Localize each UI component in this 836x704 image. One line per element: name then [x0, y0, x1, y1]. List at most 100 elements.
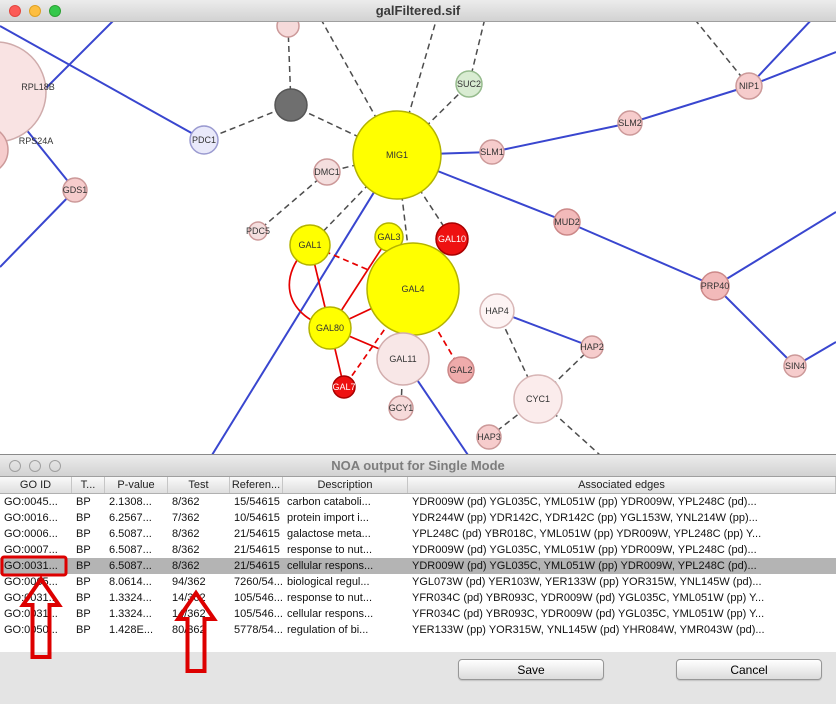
graph-node-label: MIG1 [386, 150, 408, 160]
graph-node-MUD2[interactable] [553, 208, 581, 236]
graph-node-HAP2[interactable] [580, 335, 604, 359]
graph-edge[interactable] [566, 221, 716, 287]
column-header-goid[interactable]: GO ID [0, 477, 72, 493]
save-button[interactable]: Save [458, 659, 604, 680]
cell-goid: GO:0007... [4, 544, 58, 556]
cell-description: regulation of bi... [287, 624, 369, 636]
graph-edge[interactable] [692, 22, 750, 87]
column-header-type[interactable]: T... [72, 477, 105, 493]
graph-edge[interactable] [748, 22, 815, 87]
cell-goid: GO:0016... [4, 512, 58, 524]
cell-edges: YDR244W (pp) YDR142C, YDR142C (pp) YGL15… [412, 512, 758, 524]
graph-node-GAL1[interactable] [289, 224, 331, 266]
column-header-test[interactable]: Test [168, 477, 230, 493]
graph-node-node-top[interactable] [276, 22, 300, 38]
graph-edge[interactable] [396, 83, 470, 156]
cell-reference: 15/54615 [234, 496, 280, 508]
graph-node-label: DMC1 [314, 167, 340, 177]
cell-test: 14/362 [172, 592, 206, 604]
minimize-button-inactive[interactable] [29, 459, 41, 472]
graph-node-GCY1[interactable] [388, 395, 414, 421]
cancel-button[interactable]: Cancel [676, 659, 822, 680]
cell-reference: 105/546... [234, 592, 283, 604]
cell-pvalue: 6.2567... [109, 512, 152, 524]
graph-node-GAL11[interactable] [376, 332, 430, 386]
noa-window-titlebar[interactable]: NOA output for Single Mode [0, 455, 836, 477]
graph-node-GAL10[interactable] [435, 222, 469, 256]
graph-edge[interactable] [748, 51, 836, 87]
cell-test: 8/362 [172, 528, 200, 540]
graph-node-PDC5[interactable] [248, 221, 268, 241]
cell-edges: YDR009W (pd) YGL035C, YML051W (pp) YDR00… [412, 544, 757, 556]
cell-description: cellular respons... [287, 608, 374, 620]
graph-node-RPL18B[interactable] [0, 41, 47, 143]
graph-node-HAP4[interactable] [479, 293, 515, 329]
graph-node-SLM2[interactable] [617, 110, 643, 136]
graph-edge[interactable] [714, 211, 836, 287]
column-header-edges[interactable]: Associated edges [408, 477, 836, 493]
cell-test: 7/362 [172, 512, 200, 524]
graph-node-HAP3[interactable] [476, 424, 502, 450]
column-header-pvalue[interactable]: P-value [105, 477, 168, 493]
close-button[interactable] [9, 4, 21, 17]
cell-description: cellular respons... [287, 560, 374, 572]
graph-node-label: HAP2 [580, 342, 604, 352]
graph-node-SUC2[interactable] [455, 70, 483, 98]
cell-pvalue: 6.5087... [109, 544, 152, 556]
graph-node-DMC1[interactable] [313, 158, 341, 186]
cell-goid: GO:0031... [4, 608, 58, 620]
graph-node-GDS1[interactable] [62, 177, 88, 203]
cell-goid: GO:0045... [4, 496, 58, 508]
graph-edge[interactable] [0, 189, 76, 268]
zoom-button-inactive[interactable] [49, 459, 61, 472]
graph-node-GAL7[interactable] [332, 375, 356, 399]
graph-node-node-gray[interactable] [274, 88, 308, 122]
graph-node-MIG1[interactable] [352, 110, 442, 200]
column-header-description[interactable]: Description [283, 477, 408, 493]
graph-node-GAL2[interactable] [447, 356, 475, 384]
graph-node-label: HAP3 [477, 432, 501, 442]
graph-node-label: NIP1 [739, 81, 759, 91]
graph-svg[interactable]: RPL18BRPS24AGDS1PDC1DMC1MIG1SUC2SLM1SLM2… [0, 22, 836, 455]
zoom-button[interactable] [49, 4, 61, 17]
graph-node-label: GAL3 [377, 232, 400, 242]
graph-node-SIN4[interactable] [783, 354, 807, 378]
graph-node-RPS24A[interactable] [0, 126, 9, 174]
close-button-inactive[interactable] [9, 459, 21, 472]
graph-node-label: PDC5 [246, 226, 270, 236]
graph-node-GAL80[interactable] [308, 306, 352, 350]
graph-edge[interactable] [211, 154, 398, 455]
graph-node-PRP40[interactable] [700, 271, 730, 301]
graph-node-label: MUD2 [554, 217, 580, 227]
network-window-titlebar[interactable]: galFiltered.sif [0, 0, 836, 22]
cell-type: BP [76, 608, 91, 620]
graph-node-PDC1[interactable] [189, 125, 219, 155]
graph-edge[interactable] [318, 22, 398, 156]
minimize-button[interactable] [29, 4, 41, 17]
graph-edge[interactable] [629, 85, 750, 124]
graph-edge[interactable] [491, 122, 631, 153]
graph-edge[interactable] [0, 25, 205, 141]
cell-description: carbon cataboli... [287, 496, 371, 508]
graph-node-NIP1[interactable] [735, 72, 763, 100]
graph-node-CYC1[interactable] [513, 374, 563, 424]
cell-description: response to nut... [287, 592, 372, 604]
graph-edge[interactable] [714, 285, 796, 367]
graph-node-label: GCY1 [389, 403, 414, 413]
graph-node-SLM1[interactable] [479, 139, 505, 165]
graph-node-label: HAP4 [485, 306, 509, 316]
cell-pvalue: 6.5087... [109, 528, 152, 540]
graph-edge[interactable] [257, 171, 328, 232]
column-header-reference[interactable]: Referen... [230, 477, 283, 493]
